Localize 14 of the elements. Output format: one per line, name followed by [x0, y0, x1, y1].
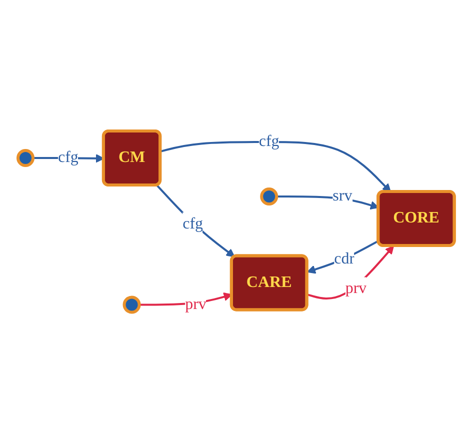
node-circle: [122, 295, 141, 314]
arrow: [306, 240, 379, 274]
edge-label: prv: [345, 280, 366, 297]
edge-label: cfg: [58, 148, 78, 166]
edge-label: cfg: [182, 214, 203, 232]
edge-label: cfg: [258, 132, 280, 150]
arrow: [156, 184, 235, 257]
arrow: [160, 140, 391, 192]
node-circle: [16, 148, 34, 167]
edge-label: srv: [332, 187, 352, 204]
arrow: [306, 245, 394, 300]
edge-label: prv: [184, 295, 206, 312]
edge-label: cdr: [334, 250, 354, 268]
node-circle: [260, 187, 278, 206]
